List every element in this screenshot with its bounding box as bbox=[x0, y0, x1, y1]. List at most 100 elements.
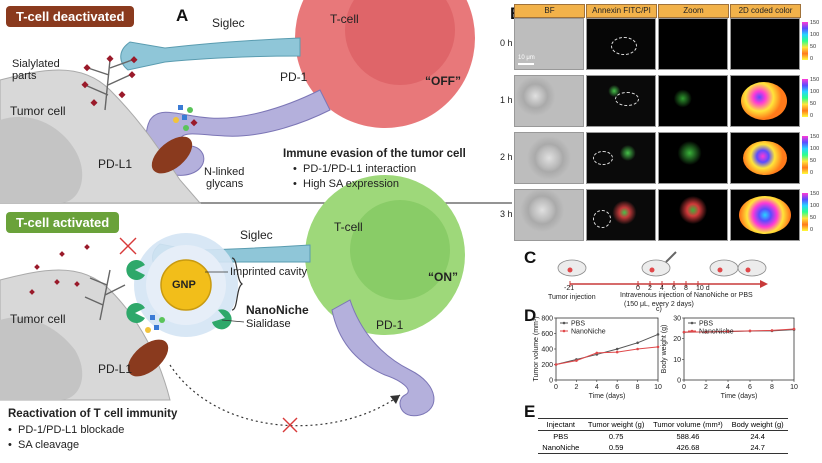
data-point bbox=[615, 350, 619, 354]
x-tick-label: 0 bbox=[682, 384, 686, 391]
cbar0-tick-0: 0 bbox=[810, 56, 814, 62]
sialylated-label-2: parts bbox=[12, 70, 37, 82]
nlinked-label-2: glycans bbox=[206, 178, 244, 190]
coded-image-3h bbox=[730, 189, 800, 241]
panel-d-sub-c: c) bbox=[656, 306, 662, 313]
data-point bbox=[726, 330, 730, 333]
y-tick-label: 30 bbox=[673, 316, 681, 323]
annexin-image-2h bbox=[586, 132, 656, 184]
imprinted-cavity-label: Imprinted cavity bbox=[230, 266, 308, 278]
coded-image-2h bbox=[730, 132, 800, 184]
on-label: “ON” bbox=[428, 270, 458, 284]
data-point bbox=[615, 347, 619, 351]
gnp-label: GNP bbox=[172, 279, 196, 291]
tick-4: 4 bbox=[660, 285, 664, 292]
legend-marker bbox=[690, 329, 694, 333]
zoom-image-2h bbox=[658, 132, 728, 184]
pd1-label-top: PD-1 bbox=[280, 70, 308, 84]
tick-2: 2 bbox=[648, 285, 652, 292]
table-header-tumor-volume: Tumor volume (mm³) bbox=[653, 420, 723, 429]
bf-image-3h bbox=[514, 189, 584, 241]
tick-0: 0 bbox=[636, 285, 640, 292]
x-tick-label: 8 bbox=[636, 384, 640, 391]
y-tick-label: 0 bbox=[549, 378, 553, 385]
panel-c: C -21 0 2 4 6 8 10 d Tumor injection Int… bbox=[524, 248, 822, 310]
zoom-image-1h bbox=[658, 75, 728, 127]
data-point bbox=[636, 347, 639, 351]
table-cell: PBS bbox=[553, 432, 569, 441]
nanoniche-label: NanoNiche bbox=[246, 303, 309, 317]
header-bf: BF bbox=[514, 4, 585, 18]
reactivation-item-2: SA cleavage bbox=[18, 439, 80, 451]
pd1-receptor-bottom bbox=[331, 299, 435, 417]
cbar1-tick-100: 100 bbox=[810, 89, 820, 95]
x-axis-label: Time (days) bbox=[721, 393, 758, 400]
panel-e-letter: E bbox=[524, 402, 536, 421]
y-tick-label: 600 bbox=[541, 331, 553, 338]
bullet-3: • bbox=[8, 424, 12, 436]
tcell-label-top: T-cell bbox=[330, 12, 359, 26]
scale-bar bbox=[518, 63, 534, 65]
colorbar-0h bbox=[802, 22, 808, 60]
table-cell: 24.4 bbox=[750, 432, 765, 441]
reactivation-title: Reactivation of T cell immunity bbox=[8, 408, 178, 420]
data-point bbox=[636, 341, 639, 345]
evasion-item-1: PD-1/PD-L1 interaction bbox=[303, 163, 417, 175]
x-axis-label: Time (days) bbox=[589, 393, 626, 400]
panel-a: A T-cell deactivated Siglec T-cell PD-1 … bbox=[0, 0, 512, 451]
tick-10d: 10 d bbox=[696, 285, 710, 292]
row-label-3h: 3 h bbox=[500, 209, 513, 219]
siglec-receptor-top bbox=[120, 37, 301, 71]
bullet-4: • bbox=[8, 439, 12, 451]
activated-badge: T-cell activated bbox=[6, 212, 120, 233]
results-table: Injectant Tumor weight (g) Tumor volume … bbox=[538, 418, 788, 454]
table-cell: NanoNiche bbox=[542, 443, 580, 452]
cbar2-tick-150: 150 bbox=[810, 134, 820, 140]
timeline-graphic bbox=[557, 251, 768, 288]
legend-label: NanoNiche bbox=[699, 329, 734, 336]
bf-image-1h bbox=[514, 75, 584, 127]
iv-injection-sublabel: (150 μL, every 2 days) bbox=[624, 301, 694, 308]
series-line-nanoniche bbox=[555, 346, 659, 365]
row-label-2h: 2 h bbox=[500, 152, 513, 162]
pdl1-bottom-shape bbox=[127, 339, 169, 377]
tick-6: 6 bbox=[672, 285, 676, 292]
deactivated-badge: T-cell deactivated bbox=[6, 6, 135, 27]
bullet-1: • bbox=[293, 163, 297, 175]
x-tick-label: 0 bbox=[554, 384, 558, 391]
legend-label: PBS bbox=[699, 321, 713, 328]
bf-image-0h bbox=[514, 18, 584, 70]
table-cell: 0.59 bbox=[608, 443, 624, 452]
coded-image-0h bbox=[730, 18, 800, 70]
y-tick-label: 200 bbox=[541, 362, 553, 369]
table-cell: 426.68 bbox=[676, 443, 700, 452]
cbar2-tick-50: 50 bbox=[810, 158, 817, 164]
tcell-label-bottom: T-cell bbox=[334, 220, 363, 234]
panel-a-illustration bbox=[0, 0, 512, 433]
table-cell: 24.7 bbox=[750, 443, 765, 452]
zoom-image-0h bbox=[658, 18, 728, 70]
plot-frame bbox=[683, 317, 795, 381]
colorbar-2h bbox=[802, 136, 808, 174]
series-line-pbs bbox=[555, 333, 659, 365]
x-tick-label: 6 bbox=[615, 384, 619, 391]
cbar2-tick-0: 0 bbox=[810, 170, 814, 176]
off-label: “OFF” bbox=[425, 74, 461, 88]
tumor-cell-label-bottom: Tumor cell bbox=[10, 312, 66, 326]
table-cell: 0.75 bbox=[608, 432, 624, 441]
cbar0-tick-100: 100 bbox=[810, 32, 820, 38]
x-tick-label: 6 bbox=[748, 384, 752, 391]
iv-injection-label: Intravenous injection of NanoNiche or PB… bbox=[620, 292, 753, 299]
panel-a-letter: A bbox=[176, 6, 189, 25]
cbar3-tick-100: 100 bbox=[810, 203, 820, 209]
legend-label: PBS bbox=[571, 321, 585, 328]
data-point bbox=[748, 329, 752, 333]
tick-8: 8 bbox=[684, 285, 688, 292]
tumor-cell-label-top: Tumor cell bbox=[10, 104, 66, 118]
data-point bbox=[595, 351, 599, 355]
data-point bbox=[656, 333, 660, 336]
data-point bbox=[656, 345, 660, 349]
y-tick-label: 0 bbox=[677, 378, 681, 385]
